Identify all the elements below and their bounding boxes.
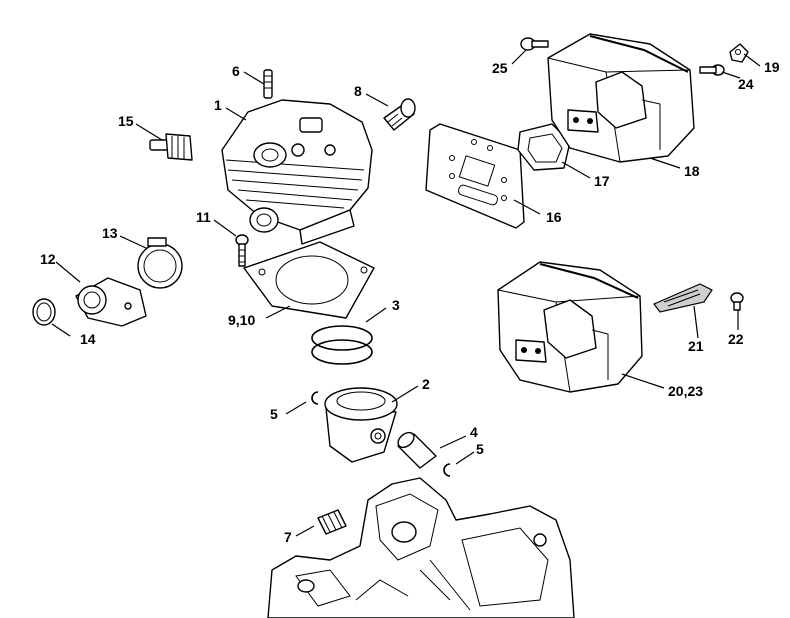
hose-clamp-part [137, 237, 183, 289]
lower-muffler-part [497, 261, 643, 393]
callout-4: 4 [470, 424, 478, 440]
callout-18: 18 [684, 163, 700, 179]
callout-24: 24 [738, 76, 754, 92]
muffler-screw-left-part [520, 37, 549, 51]
leader-lines [51, 49, 761, 537]
piston-rings-part [311, 325, 373, 365]
crankcase-part [267, 477, 575, 618]
cylinder-gasket-part [243, 241, 375, 319]
callout-25: 25 [492, 60, 508, 76]
decompression-valve-part [383, 98, 416, 131]
callout-1: 1 [214, 97, 222, 113]
callout-9-10: 9,10 [228, 312, 255, 328]
callout-22: 22 [728, 331, 744, 347]
exhaust-gasket-part [517, 123, 571, 171]
screw-part [235, 234, 249, 267]
callout-8: 8 [354, 83, 362, 99]
bracket-part [729, 43, 749, 63]
intake-manifold-part [75, 277, 147, 327]
muffler-screw-right-part [699, 64, 725, 76]
callout-labels: 1 2 3 4 5 5 6 7 8 9,10 11 12 13 14 15 16… [40, 59, 780, 545]
callout-6: 6 [232, 63, 240, 79]
spark-plug-part [149, 133, 193, 161]
callout-16: 16 [546, 209, 562, 225]
callout-21: 21 [688, 338, 704, 354]
callout-17: 17 [594, 173, 610, 189]
callout-13: 13 [102, 225, 118, 241]
circlip-left-part [311, 391, 319, 405]
callout-14: 14 [80, 331, 96, 347]
callout-12: 12 [40, 251, 56, 267]
callout-19: 19 [764, 59, 780, 75]
piston-part [324, 387, 398, 463]
callout-5-right: 5 [476, 441, 484, 457]
callout-15: 15 [118, 113, 134, 129]
callout-11: 11 [196, 209, 211, 225]
upper-muffler-part [547, 33, 695, 163]
piston-pin-part [397, 431, 437, 469]
cylinder-part [221, 99, 373, 245]
callout-20-23: 20,23 [668, 383, 703, 399]
plate-part [653, 283, 713, 313]
callout-7: 7 [284, 529, 292, 545]
circlip-right-part [443, 463, 451, 477]
stud-part [263, 69, 273, 99]
ring-part [32, 298, 56, 326]
callout-2: 2 [422, 376, 430, 392]
needle-cage-part [317, 509, 347, 535]
muffler-gasket-part [425, 123, 525, 229]
plate-screw-part [730, 292, 744, 311]
callout-3: 3 [392, 297, 400, 313]
callout-5-left: 5 [270, 406, 278, 422]
